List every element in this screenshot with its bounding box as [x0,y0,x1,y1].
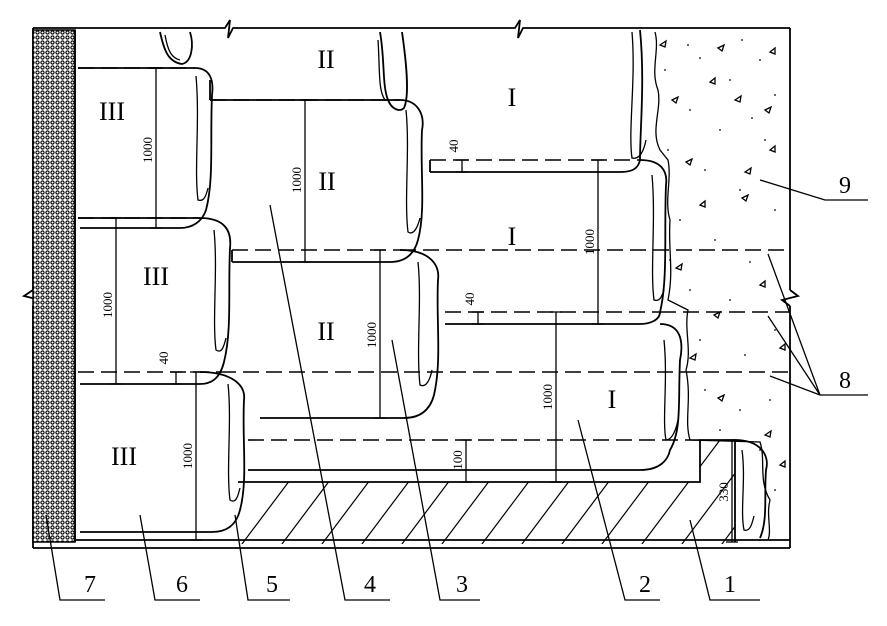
label-tier2-b: II [318,167,335,196]
soil-boundary [654,31,771,541]
mesh-wall [32,29,76,543]
callout-leaders [45,179,868,601]
dim-1000-e: 1000 [364,322,379,348]
callout-3: 3 [456,572,468,598]
callout-1: 1 [724,572,736,598]
callout-8: 8 [839,368,851,394]
soil-gravel [658,39,786,468]
dim-1000-f: 1000 [540,384,555,410]
dim-40-c: 40 [156,352,171,365]
layer-labels: III III III II II II I I I [99,45,616,471]
outer-frame [21,19,801,549]
callout-5: 5 [266,572,278,598]
label-tier3-b: III [143,262,169,291]
base-hatching [238,440,735,544]
label-tier2-c: II [317,317,334,346]
dim-100: 100 [450,450,465,470]
callout-2: 2 [639,572,651,598]
label-tier1-c: I [608,385,617,414]
callout-7: 7 [84,572,96,598]
geotextile-wraps [78,29,768,539]
dim-1000-c: 1000 [582,229,597,255]
callout-numbers: 1 2 3 4 5 6 7 8 9 [84,173,851,598]
label-tier2-a: II [317,45,334,74]
callout-6: 6 [176,572,188,598]
base-outline [238,439,736,542]
label-tier3-a: III [99,97,125,126]
dimension-lines [110,67,738,543]
dim-1000-g: 1000 [180,443,195,469]
dimension-labels: 1000 1000 40 1000 1000 1000 40 1000 40 1… [100,137,731,502]
dim-330: 330 [716,482,731,502]
dim-1000-d: 1000 [100,292,115,318]
label-tier1-b: I [508,222,517,251]
dim-40-b: 40 [462,293,477,306]
dim-40-a: 40 [446,140,461,153]
label-tier1-a: I [508,83,517,112]
dim-1000-a: 1000 [140,137,155,163]
label-tier3-c: III [111,442,137,471]
dim-1000-b: 1000 [289,167,304,193]
callout-9: 9 [839,173,851,199]
callout-4: 4 [364,572,376,598]
